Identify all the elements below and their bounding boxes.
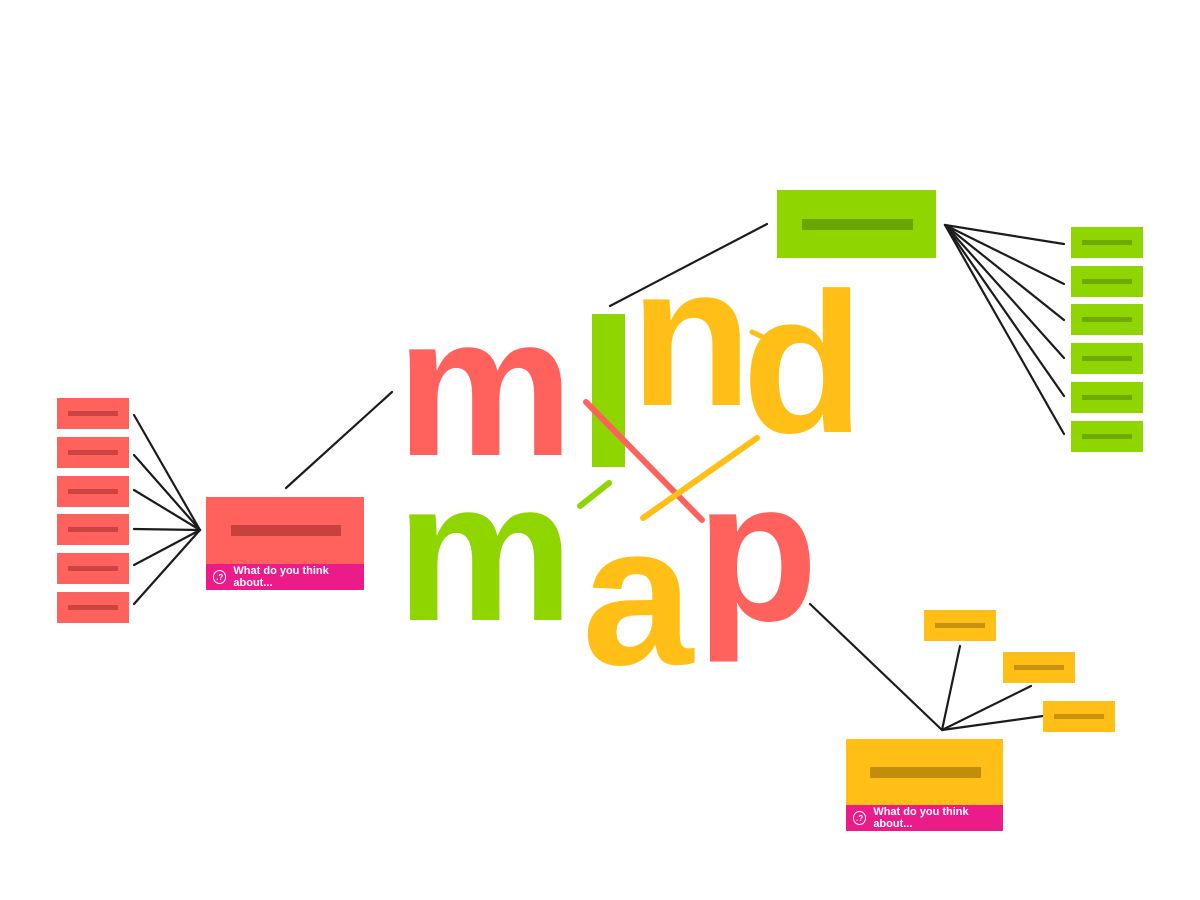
yellow-leaf-node[interactable] [924,610,996,641]
letter-p: p [696,440,818,663]
connector-line [132,527,202,532]
yellow-leaf-node[interactable] [1043,701,1115,732]
green-leaf-node[interactable] [1071,382,1143,413]
green-leaf-node[interactable] [1071,343,1143,374]
green-leaf-node[interactable] [1071,304,1143,335]
connector-line [940,714,1045,732]
placeholder-bar [1082,356,1132,361]
red-leaf-node[interactable] [57,398,129,429]
connector-line [943,223,1066,360]
green-main-node[interactable] [777,190,936,258]
placeholder-bar [1082,395,1132,400]
placeholder-bar [1082,317,1132,322]
connector-line [943,223,1066,398]
placeholder-bar [231,525,341,536]
letter-m: m [396,275,574,498]
title-word-mind: m n d [396,237,876,487]
placeholder-bar [935,623,985,628]
red-leaf-node[interactable] [57,553,129,584]
letter-m: m [396,440,574,663]
red-leaf-node[interactable] [57,476,129,507]
green-leaf-node[interactable] [1071,421,1143,452]
green-leaf-node[interactable] [1071,266,1143,297]
connector-line [132,488,202,532]
question-bubble-icon: .? [213,570,227,584]
connector-line [284,390,394,490]
connector-line [943,223,1066,436]
connector-line [132,453,202,532]
connector-line [940,644,962,732]
connector-line [943,223,1066,322]
connector-line [132,413,202,532]
placeholder-bar [1082,279,1132,284]
red-leaf-node[interactable] [57,437,129,468]
title-word-map: m a p [396,452,836,696]
placeholder-bar [1054,714,1104,719]
placeholder-bar [68,566,118,571]
letter-a: a [582,484,693,707]
placeholder-bar [1014,665,1064,670]
placeholder-bar [802,219,913,230]
red-leaf-node[interactable] [57,514,129,545]
red-leaf-node[interactable] [57,592,129,623]
connector-line [608,222,769,308]
red-main-node[interactable]: .? What do you think about... [206,497,364,590]
letter-n: n [630,225,752,448]
green-leaf-node[interactable] [1071,227,1143,258]
placeholder-bar [870,767,981,778]
question-bubble-icon: .? [853,811,867,825]
placeholder-bar [68,489,118,494]
connector-line [132,528,202,606]
placeholder-bar [68,450,118,455]
prompt-text: What do you think about... [873,806,969,830]
placeholder-bar [68,605,118,610]
placeholder-bar [68,411,118,416]
connector-line [940,684,1033,732]
discussion-prompt[interactable]: .? What do you think about... [206,564,364,590]
placeholder-bar [68,527,118,532]
placeholder-bar [1082,434,1132,439]
placeholder-bar [1082,240,1132,245]
connector-line [132,528,202,567]
connector-line [943,223,1066,246]
connector-line [808,602,944,732]
letter-i-stem [592,314,625,467]
discussion-prompt[interactable]: .? What do you think about... [846,805,1003,831]
connector-line [943,223,1066,286]
yellow-leaf-node[interactable] [1003,652,1075,683]
letter-d: d [742,252,864,475]
yellow-main-node[interactable]: .? What do you think about... [846,739,1003,831]
prompt-text: What do you think about... [233,565,329,589]
